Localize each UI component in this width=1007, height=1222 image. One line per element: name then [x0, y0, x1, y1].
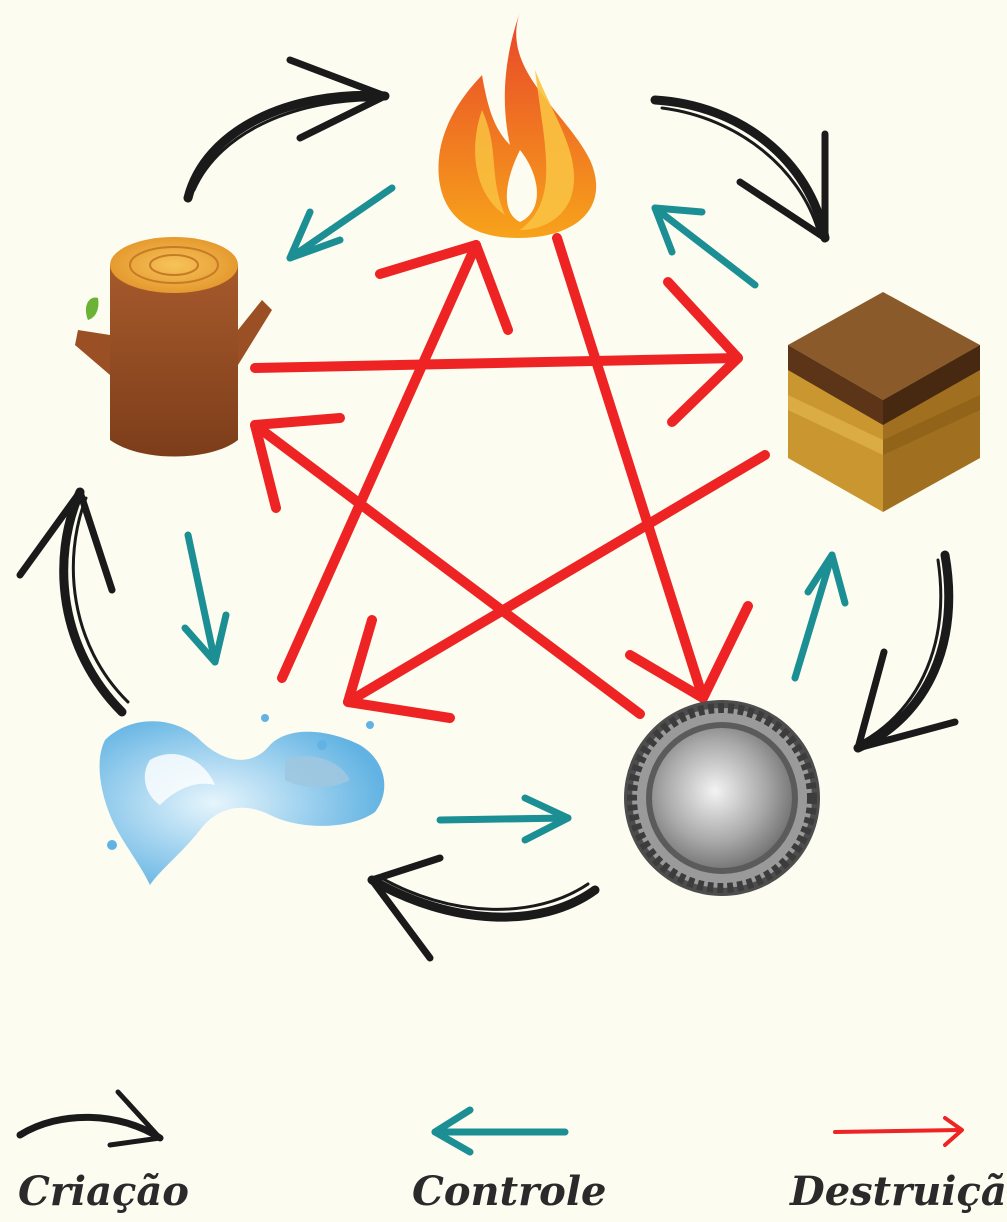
metal-disc-icon [624, 700, 820, 896]
control-arrow-earth-to-fire [655, 208, 755, 285]
destruction-arrow-water-to-fire [282, 245, 508, 678]
creation-arrow-earth-to-metal [858, 555, 955, 748]
creation-arrow-water-to-wood [20, 492, 128, 712]
creation-arrow-wood-to-fire [188, 60, 385, 198]
control-arrow-wood-to-water [185, 535, 226, 662]
legend-destruction-arrow [835, 1118, 962, 1145]
flame-icon [438, 12, 596, 238]
control-arrow-water-to-metal [440, 798, 568, 840]
creation-arrow-metal-to-water [372, 858, 595, 958]
water-splash-icon [100, 714, 385, 885]
control-arrow-fire-to-wood [290, 188, 392, 258]
creation-arrow-fire-to-earth [655, 100, 825, 238]
legend-destruction-label: Destruição [790, 1168, 1007, 1215]
legend-control-label: Controle [412, 1168, 606, 1215]
legend [20, 1092, 962, 1152]
control-arrow-metal-to-earth [795, 555, 845, 678]
soil-cube-icon [788, 292, 980, 512]
destruction-arrow-earth-to-water [348, 455, 765, 718]
legend-creation-arrow [20, 1092, 160, 1145]
legend-control-arrow [435, 1110, 565, 1152]
tree-stump-icon [75, 237, 272, 457]
legend-creation-label: Criação [18, 1168, 189, 1215]
destruction-cycle [255, 238, 765, 718]
destruction-arrow-fire-to-metal [557, 238, 748, 698]
